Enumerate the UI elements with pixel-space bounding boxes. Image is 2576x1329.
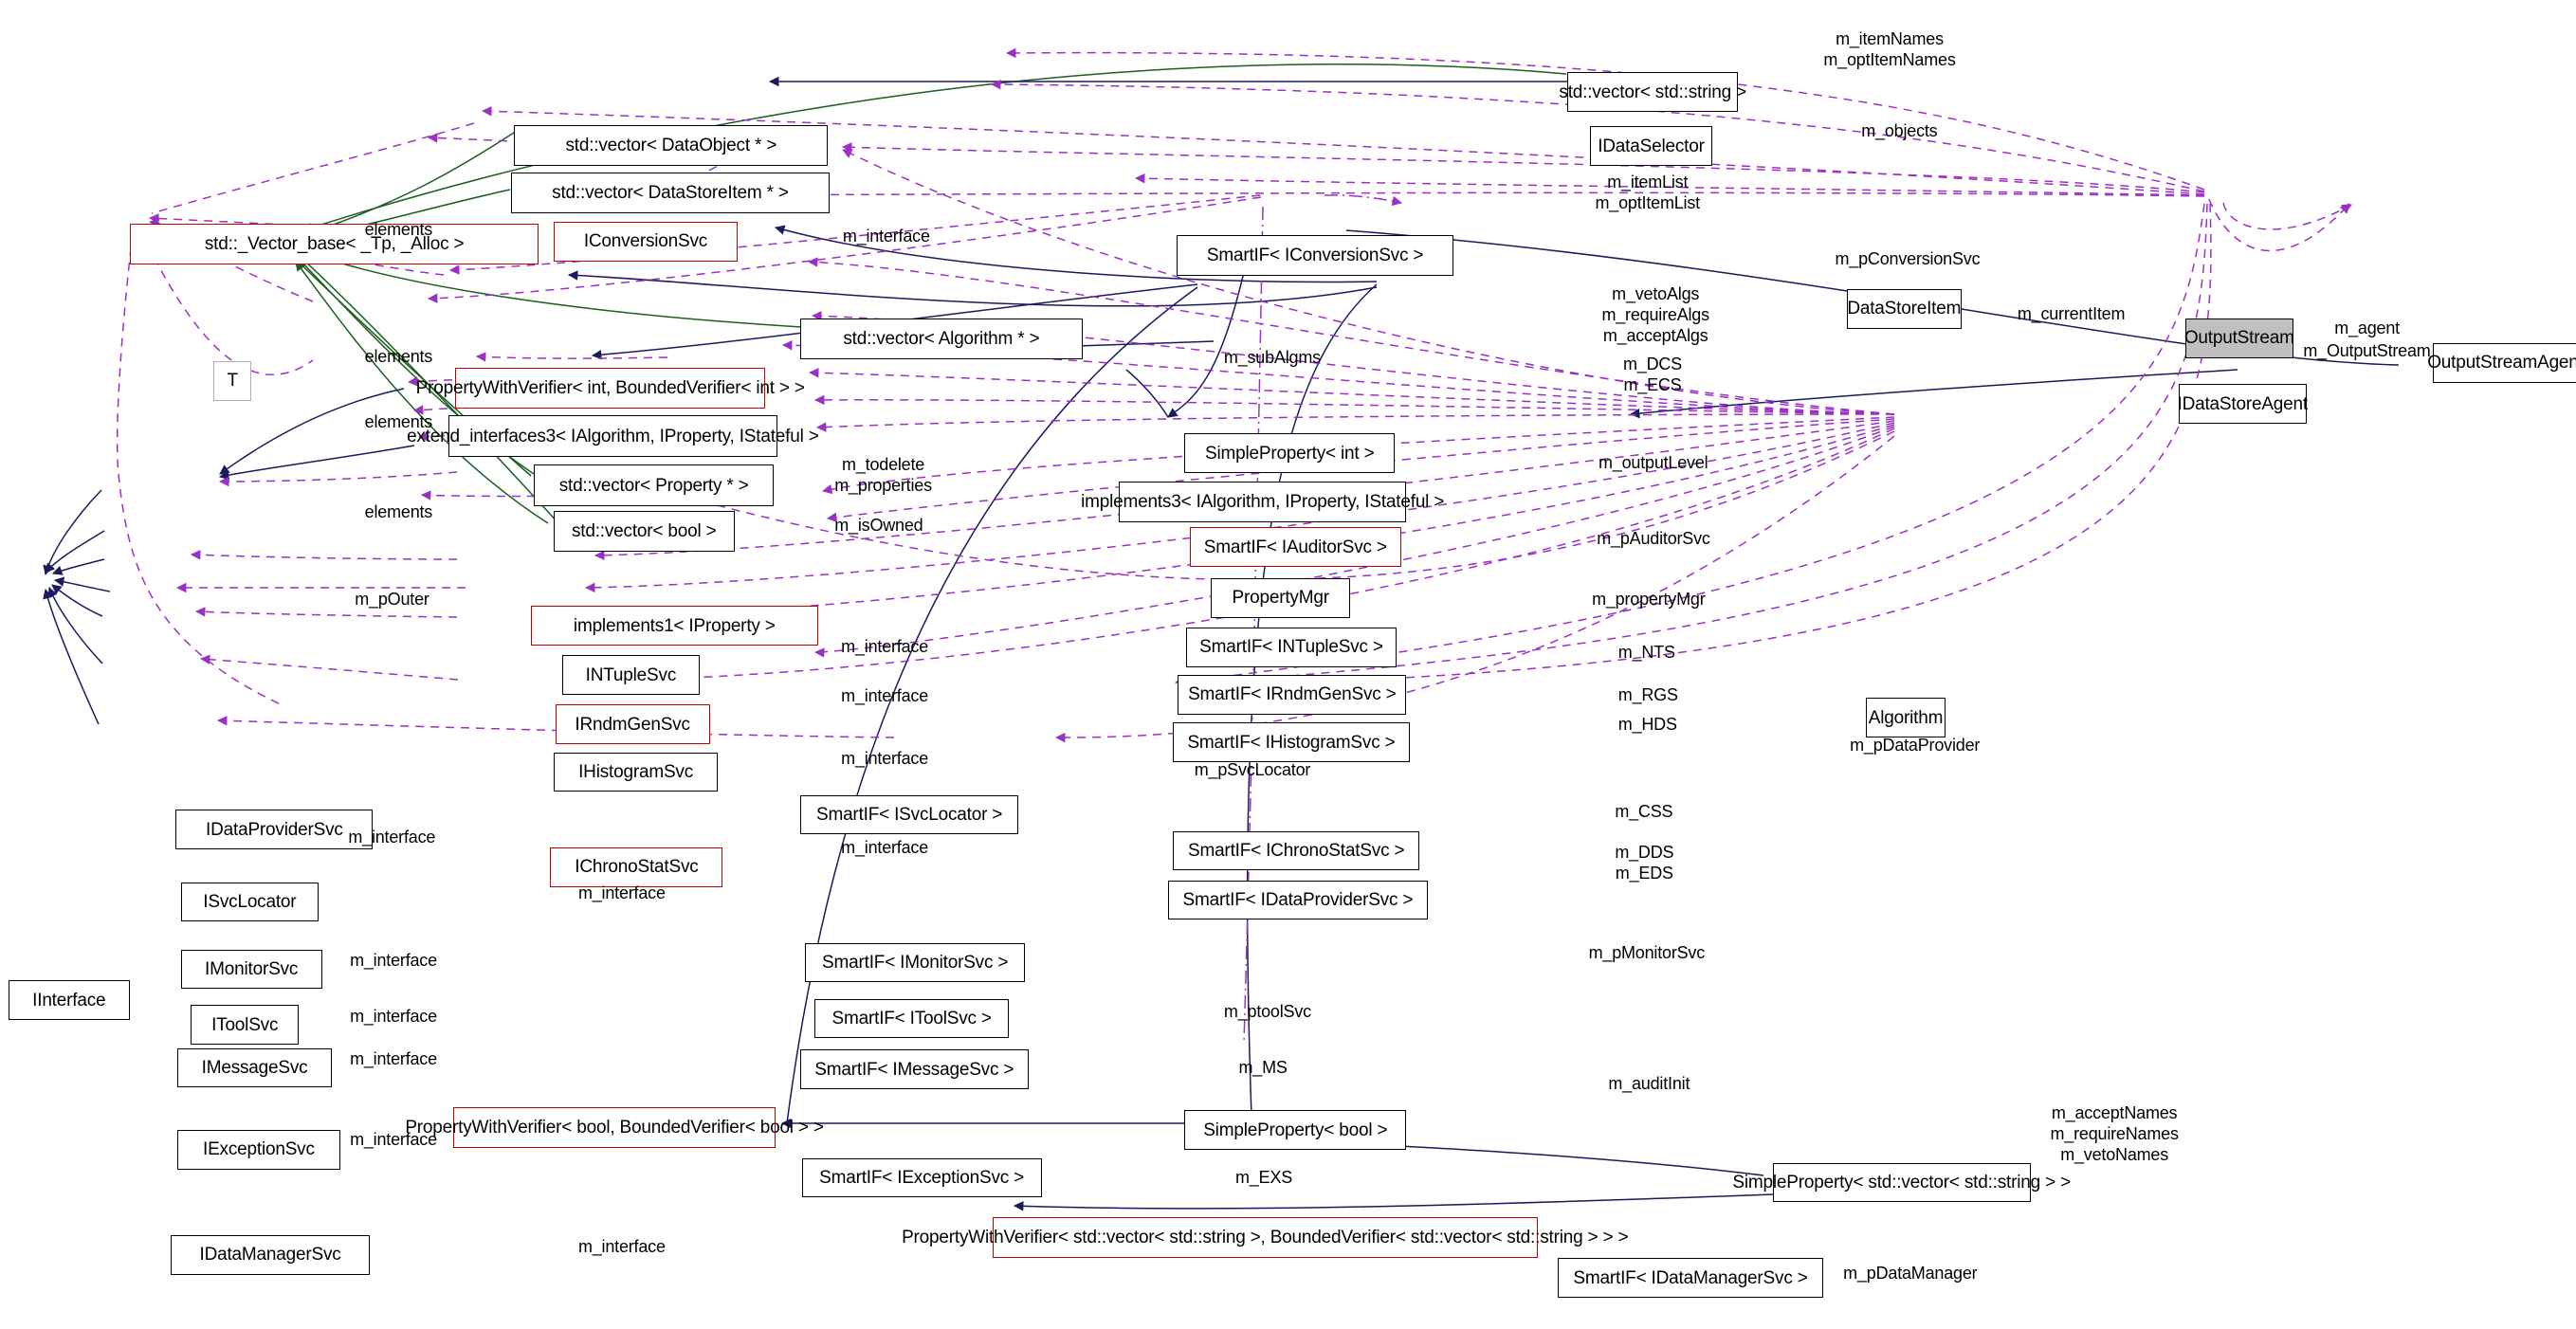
class-node-idataselector[interactable]: IDataSelector [1590, 126, 1712, 166]
class-node-itoolsvc[interactable]: IToolSvc [191, 1005, 300, 1046]
edge-label-lbl_m_objects: m_objects [1861, 121, 1938, 141]
edge-label-lbl_m_pmonitorsvc: m_pMonitorSvc [1588, 942, 1706, 962]
edge-label-lbl_m_rgs: m_RGS [1617, 684, 1678, 704]
edge-label-lbl_m_interface_9: m_interface [350, 1007, 437, 1027]
edge-label-lbl_m_auditinit: m_auditInit [1608, 1074, 1690, 1094]
class-node-simpleprop_int[interactable]: SimpleProperty< int > [1184, 433, 1396, 474]
edge-label-lbl_m_pdataprovider: m_pDataProvider [1850, 736, 1981, 756]
class-node-iexceptionsvc[interactable]: IExceptionSvc [177, 1130, 340, 1170]
edge-label-lbl_m_interface_12: m_interface [577, 1236, 666, 1256]
class-node-isvclocator[interactable]: ISvcLocator [180, 882, 320, 922]
class-node-smartif_idataprov[interactable]: SmartIF< IDataProviderSvc > [1168, 880, 1428, 920]
class-node-iconversionsvc[interactable]: IConversionSvc [553, 221, 738, 262]
class-node-simpleprop_vecstr[interactable]: SimpleProperty< std::vector< std::string… [1732, 1162, 2071, 1203]
class-node-idatamanagersvc[interactable]: IDataManagerSvc [171, 1235, 370, 1275]
class-node-smartif_intuple[interactable]: SmartIF< INTupleSvc > [1186, 627, 1397, 667]
edge-label-lbl_elements_3: elements [364, 411, 433, 431]
edge-label-lbl_m_interface_11: m_interface [350, 1130, 437, 1150]
class-node-smartif_imessage[interactable]: SmartIF< IMessageSvc > [799, 1049, 1029, 1089]
class-node-vec_bool[interactable]: std::vector< bool > [553, 510, 735, 553]
class-node-intuplesvc[interactable]: INTupleSvc [561, 655, 701, 695]
class-node-smartif_ihisto[interactable]: SmartIF< IHistogramSvc > [1173, 722, 1410, 762]
class-node-vec_dataobject[interactable]: std::vector< DataObject * > [514, 124, 829, 166]
edge-label-lbl_m_interface_6: m_interface [841, 837, 929, 857]
edge-label-lbl_m_hds: m_HDS [1617, 714, 1677, 734]
class-node-vec_property[interactable]: std::vector< Property * > [534, 464, 775, 506]
edge-label-lbl_m_interface_3: m_interface [841, 686, 929, 706]
class-node-extend_if3[interactable]: extend_interfaces3< IAlgorithm, IPropert… [407, 415, 819, 457]
class-node-outputstream[interactable]: OutputStream [2184, 319, 2294, 358]
edge-label-lbl_m_exs: m_EXS [1235, 1168, 1293, 1187]
class-node-smartif_ichrono[interactable]: SmartIF< IChronoStatSvc > [1173, 830, 1420, 871]
edge-label-lbl_m_ms: m_MS [1238, 1057, 1288, 1077]
edge-label-lbl_elements_1: elements [364, 220, 433, 240]
class-node-implements1_iprop[interactable]: implements1< IProperty > [530, 606, 818, 646]
edge-label-lbl_m_subalgms: m_subAlgms [1223, 348, 1321, 368]
class-node-smartif_isvcloc[interactable]: SmartIF< ISvcLocator > [799, 794, 1019, 835]
edge-label-lbl_m_nts: m_NTS [1617, 642, 1675, 662]
class-node-imessagesvc[interactable]: IMessageSvc [177, 1047, 332, 1088]
edge-label-lbl_m_interface_4: m_interface [841, 749, 929, 769]
class-node-smartif_iconv[interactable]: SmartIF< IConversionSvc > [1176, 234, 1454, 277]
edge-label-lbl_elements_2: elements [364, 346, 433, 366]
class-node-algorithm[interactable]: Algorithm [1866, 698, 1946, 737]
class-node-smartif_irndm[interactable]: SmartIF< IRndmGenSvc > [1178, 675, 1407, 715]
class-node-idatastoreagent[interactable]: IDataStoreAgent [2178, 384, 2308, 425]
class-node-irndmgensvc[interactable]: IRndmGenSvc [555, 704, 710, 744]
edge-label-lbl_m_interface_7: m_interface [577, 883, 666, 903]
class-node-outputstreamagent[interactable]: OutputStreamAgent [2427, 343, 2576, 383]
edge-label-lbl_m_interface_2: m_interface [841, 637, 929, 657]
class-node-ichronostatsvc[interactable]: IChronoStatSvc [550, 847, 723, 887]
class-node-smartif_itool[interactable]: SmartIF< IToolSvc > [814, 998, 1009, 1039]
class-node-imonitorsvc[interactable]: IMonitorSvc [180, 949, 322, 990]
class-node-iinterface[interactable]: IInterface [8, 980, 130, 1021]
class-node-vec_datastoreitem[interactable]: std::vector< DataStoreItem * > [510, 172, 831, 214]
class-node-pwv_bool[interactable]: PropertyWithVerifier< bool, BoundedVerif… [405, 1106, 824, 1149]
class-node-smartif_iauditor[interactable]: SmartIF< IAuditorSvc > [1189, 527, 1402, 567]
edge-label-lbl_m_pouter: m_pOuter [355, 590, 429, 610]
edge-label-lbl_m_agent: m_agent [2334, 319, 2400, 338]
class-node-vec_algorithm[interactable]: std::vector< Algorithm * > [799, 319, 1083, 360]
edge-label-lbl_m_ptoolsvc: m_ptoolSvc [1223, 1001, 1311, 1021]
edge-label-lbl_m_pauditorsvc: m_pAuditorSvc [1597, 528, 1710, 548]
edge-label-lbl_m_propertymgr: m_propertyMgr [1592, 590, 1706, 610]
class-node-implements3[interactable]: implements3< IAlgorithm, IProperty, ISta… [1081, 481, 1444, 523]
edge-label-lbl_m_outputstream: m_OutputStream [2303, 341, 2431, 361]
edge-label-lbl_m_interface_1: m_interface [842, 227, 930, 246]
class-node-vec_string[interactable]: std::vector< std::string > [1559, 72, 1746, 112]
class-node-propertymgr[interactable]: PropertyMgr [1211, 577, 1351, 618]
class-node-pwv_vecstring[interactable]: PropertyWithVerifier< std::vector< std::… [902, 1216, 1629, 1259]
class-node-idataprovidersvc[interactable]: IDataProviderSvc [175, 810, 374, 849]
class-node-datastoreitem[interactable]: DataStoreItem [1846, 288, 1962, 329]
edge-label-lbl_m_pdatamanager: m_pDataManager [1843, 1263, 1978, 1283]
edge-label-lbl_m_currentitem: m_currentItem [2017, 303, 2126, 323]
class-node-ihistogramsvc[interactable]: IHistogramSvc [553, 752, 719, 792]
edge-label-lbl_m_interface_5: m_interface [348, 828, 436, 847]
edge-label-lbl_m_psvclocator: m_pSvcLocator [1194, 760, 1311, 780]
edge-label-lbl_elements_4: elements [364, 502, 433, 522]
edge-label-lbl_m_pconvsvc: m_pConversionSvc [1835, 249, 1981, 269]
edge-label-lbl_m_outputlevel: m_outputLevel [1598, 453, 1708, 473]
class-node-t_param[interactable]: T [213, 361, 252, 401]
class-node-smartif_imonitor[interactable]: SmartIF< IMonitorSvc > [805, 942, 1026, 983]
edge-label-lbl_m_interface_10: m_interface [350, 1049, 437, 1069]
edge-label-lbl_m_interface_8: m_interface [350, 951, 437, 971]
class-node-simpleprop_bool[interactable]: SimpleProperty< bool > [1184, 1110, 1407, 1150]
class-node-smartif_iexc[interactable]: SmartIF< IExceptionSvc > [801, 1157, 1042, 1198]
class-node-pwv_int[interactable]: PropertyWithVerifier< int, BoundedVerifi… [416, 368, 805, 410]
class-node-smartif_idatamgr[interactable]: SmartIF< IDataManagerSvc > [1557, 1258, 1824, 1298]
edge-label-lbl_m_css: m_CSS [1615, 801, 1673, 821]
class-node-vector_base[interactable]: std::_Vector_base< _Tp, _Alloc > [129, 223, 539, 264]
edge-label-lbl_m_isowned: m_isOwned [834, 516, 923, 536]
